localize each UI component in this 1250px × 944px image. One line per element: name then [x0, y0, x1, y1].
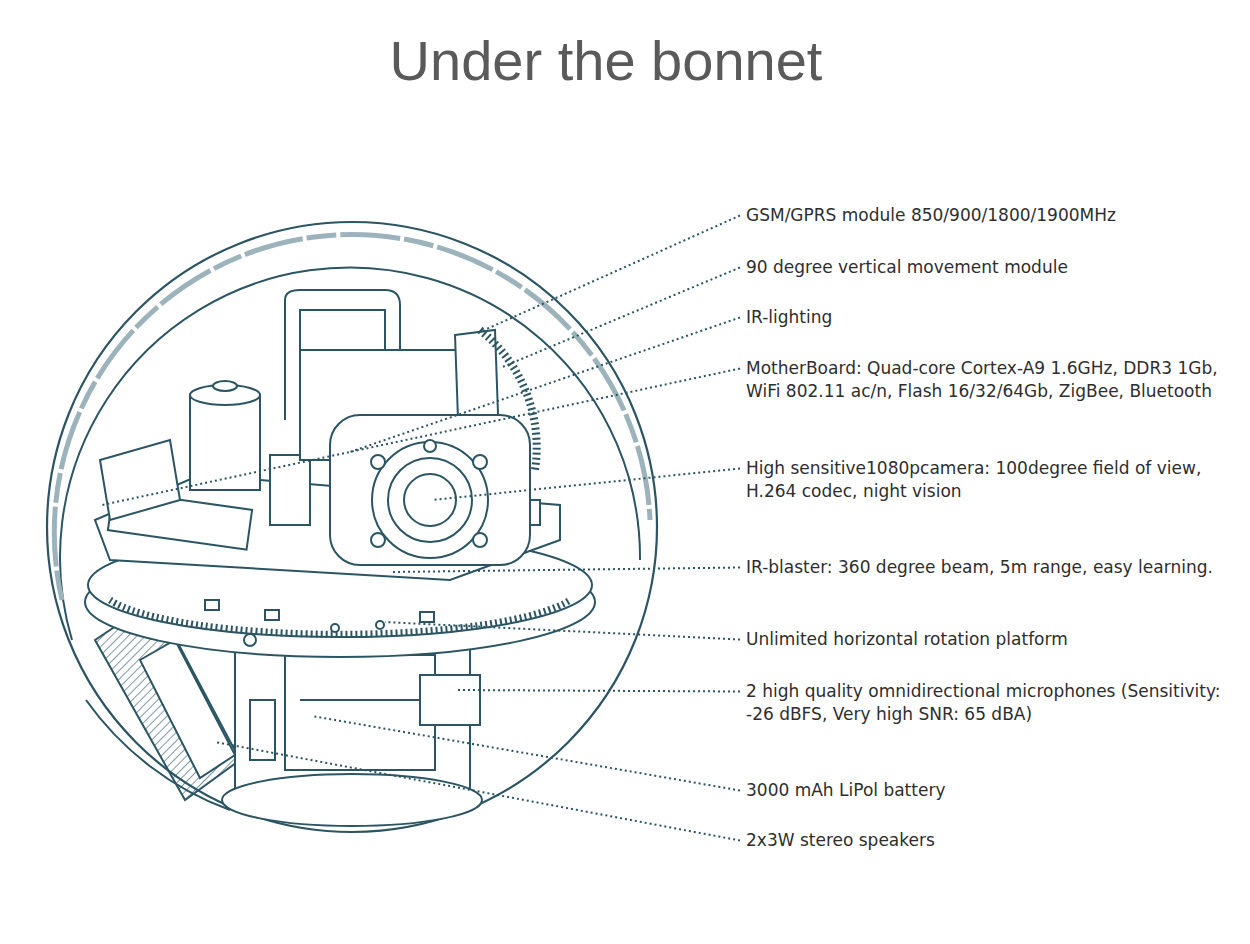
illustration-part	[376, 621, 384, 629]
illustration-part	[222, 774, 482, 826]
leader-line	[385, 622, 740, 640]
illustration-part	[388, 458, 472, 542]
camera-module	[285, 290, 537, 565]
callout-label: MotherBoard: Quad-core Cortex-A9 1.6GHz,…	[746, 357, 1232, 403]
title: Under the bonnet	[0, 28, 1212, 94]
leader-line	[312, 716, 740, 791]
illustration-part	[110, 600, 570, 634]
leader-line	[350, 318, 740, 453]
leader-line	[215, 742, 740, 841]
illustration-part	[473, 455, 487, 469]
callout-label: 2x3W stereo speakers	[746, 829, 1232, 852]
illustration-part	[424, 440, 436, 452]
sphere-shell	[47, 222, 657, 832]
leader-line	[392, 568, 740, 573]
illustration-part	[244, 634, 256, 646]
leader-line	[102, 369, 740, 506]
illustration-part	[331, 624, 339, 632]
illustration-part	[47, 222, 657, 832]
illustration-part	[371, 455, 385, 469]
illustration-part	[140, 640, 235, 778]
callout-label: 2 high quality omnidirectional microphon…	[746, 680, 1232, 726]
illustration-part	[60, 267, 640, 640]
lower-base	[222, 640, 482, 826]
illustration-part	[265, 610, 279, 620]
callout-label: Unlimited horizontal rotation platform	[746, 628, 1232, 651]
illustration-part	[404, 474, 456, 526]
callout-label: IR-lighting	[746, 306, 1232, 329]
callout-label: GSM/GPRS module 850/900/1800/1900MHz	[746, 204, 1232, 227]
callout-label: 90 degree vertical movement module	[746, 256, 1232, 279]
leader-line	[480, 216, 740, 333]
illustration-part	[54, 235, 650, 600]
callout-label: High sensitive1080pcamera: 100degree fie…	[746, 457, 1232, 503]
leader-line	[432, 469, 740, 501]
illustration-part	[473, 533, 487, 547]
callout-label: IR-blaster: 360 degree beam, 5m range, e…	[746, 556, 1232, 579]
illustration-part	[190, 395, 260, 490]
illustration-part	[371, 533, 385, 547]
illustration-part	[213, 381, 237, 391]
illustration-part	[420, 675, 480, 725]
leader-line	[500, 268, 740, 369]
callout-label: 3000 mAh LiPol battery	[746, 779, 1232, 802]
illustration-part	[285, 655, 435, 770]
illustration-part	[300, 699, 420, 701]
illustration-part	[420, 612, 434, 622]
leader-line	[455, 690, 740, 692]
illustration-part	[330, 415, 530, 565]
illustration-part	[372, 442, 488, 558]
illustration-part	[205, 600, 219, 610]
illustration-part	[100, 440, 180, 520]
